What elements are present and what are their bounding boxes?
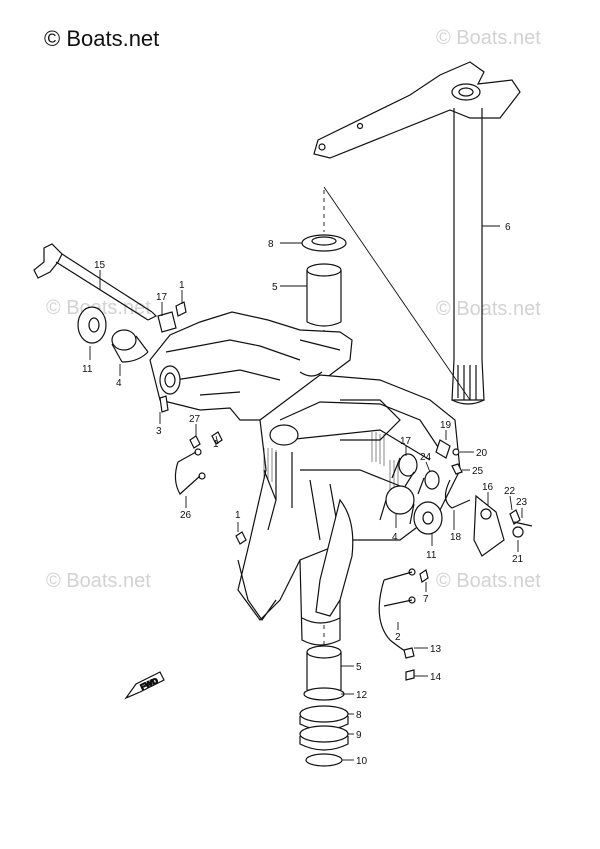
upper-washer: [301, 234, 347, 252]
fwd-arrow: FWD: [124, 671, 165, 700]
callout-22: 22: [504, 486, 516, 497]
callout-7: 7: [423, 594, 429, 605]
callout-26: 26: [180, 510, 192, 521]
left-washer: [77, 306, 107, 344]
callout-25: 25: [472, 466, 484, 477]
callout-12: 12: [356, 690, 368, 701]
callout-19: 19: [440, 420, 452, 431]
callout-16: 16: [482, 482, 494, 493]
callout-21: 21: [512, 554, 524, 565]
callout-8: 8: [356, 710, 362, 721]
fwd-label: FWD: [139, 676, 160, 692]
watermark: © Boats.net: [436, 27, 541, 49]
pivot-bolt: [33, 243, 158, 321]
left-bushing: [111, 329, 149, 363]
callout-4: 4: [116, 378, 122, 389]
callout-17: 17: [156, 292, 168, 303]
callout-20: 20: [476, 448, 488, 459]
leader-lines: [89, 225, 523, 761]
callout-5: 5: [272, 282, 278, 293]
lower-washers: [299, 687, 349, 767]
callout-8: 8: [268, 239, 274, 250]
callout-1: 1: [213, 439, 219, 450]
upper-bushing: [306, 263, 342, 327]
steering-shaft: [313, 61, 521, 405]
callout-14: 14: [430, 672, 442, 683]
callout-4: 4: [392, 532, 398, 543]
brand-logo: © Boats.net: [44, 26, 160, 51]
ground-wire-upper: [174, 448, 206, 495]
watermark: © Boats.net: [46, 297, 151, 319]
callout-11: 11: [426, 550, 437, 561]
callout-1: 1: [235, 510, 241, 521]
callout-6: 6: [505, 222, 511, 233]
callout-24: 24: [420, 452, 432, 463]
watermark: © Boats.net: [46, 570, 151, 592]
swivel-bracket: [149, 311, 461, 646]
ground-wire-lower: [378, 568, 429, 681]
callout-1: 1: [179, 280, 185, 291]
lower-bushing: [306, 645, 342, 695]
small-bolts: [159, 395, 247, 545]
lock-lever: [435, 439, 533, 557]
grease-nipple-top: [157, 301, 187, 333]
callout-9: 9: [356, 730, 362, 741]
watermark: © Boats.net: [436, 570, 541, 592]
callout-10: 10: [356, 756, 368, 767]
callout-17: 17: [400, 436, 412, 447]
callout-2: 2: [395, 632, 401, 643]
right-side-parts: [379, 453, 443, 535]
callout-5: 5: [356, 662, 362, 673]
callout-3: 3: [156, 426, 162, 437]
callout-15: 15: [94, 260, 106, 271]
callout-13: 13: [430, 644, 442, 655]
watermark: © Boats.net: [436, 298, 541, 320]
callout-numbers: 6 8 5 15 1 17 11 4 3 27 1 26 19 20 17 24…: [82, 222, 528, 767]
callout-11: 11: [82, 364, 93, 375]
callout-23: 23: [516, 497, 528, 508]
callout-18: 18: [450, 532, 462, 543]
callout-27: 27: [189, 414, 201, 425]
